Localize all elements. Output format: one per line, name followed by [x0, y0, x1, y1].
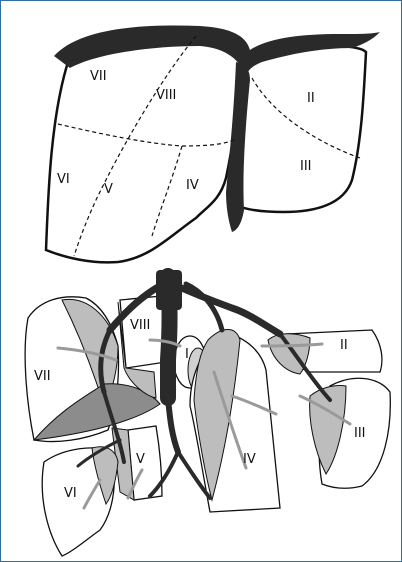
label-segment-vii: VII [90, 69, 107, 84]
label-exploded-viii: VIII [130, 318, 150, 333]
label-exploded-i: I [185, 347, 189, 362]
label-segment-vi: VI [57, 172, 70, 187]
label-exploded-v: V [136, 452, 145, 467]
label-segment-viii: VIII [156, 88, 176, 103]
liver-outline-right-lobe [46, 38, 240, 262]
exploded-liver-view: VIII VII I II III V IV VI [25, 270, 390, 556]
label-exploded-vii: VII [34, 369, 51, 384]
label-exploded-vi: VI [64, 486, 77, 501]
label-segment-v: V [104, 182, 113, 197]
label-segment-iii: III [300, 159, 312, 174]
label-segment-ii: II [307, 91, 315, 106]
label-exploded-iii: III [354, 426, 366, 441]
label-exploded-ii: II [340, 338, 348, 353]
top-liver-view: VII VIII II VI V IV III [46, 26, 380, 263]
label-segment-iv: IV [186, 178, 199, 193]
label-exploded-iv: IV [243, 452, 256, 467]
vena-cava [156, 270, 182, 310]
